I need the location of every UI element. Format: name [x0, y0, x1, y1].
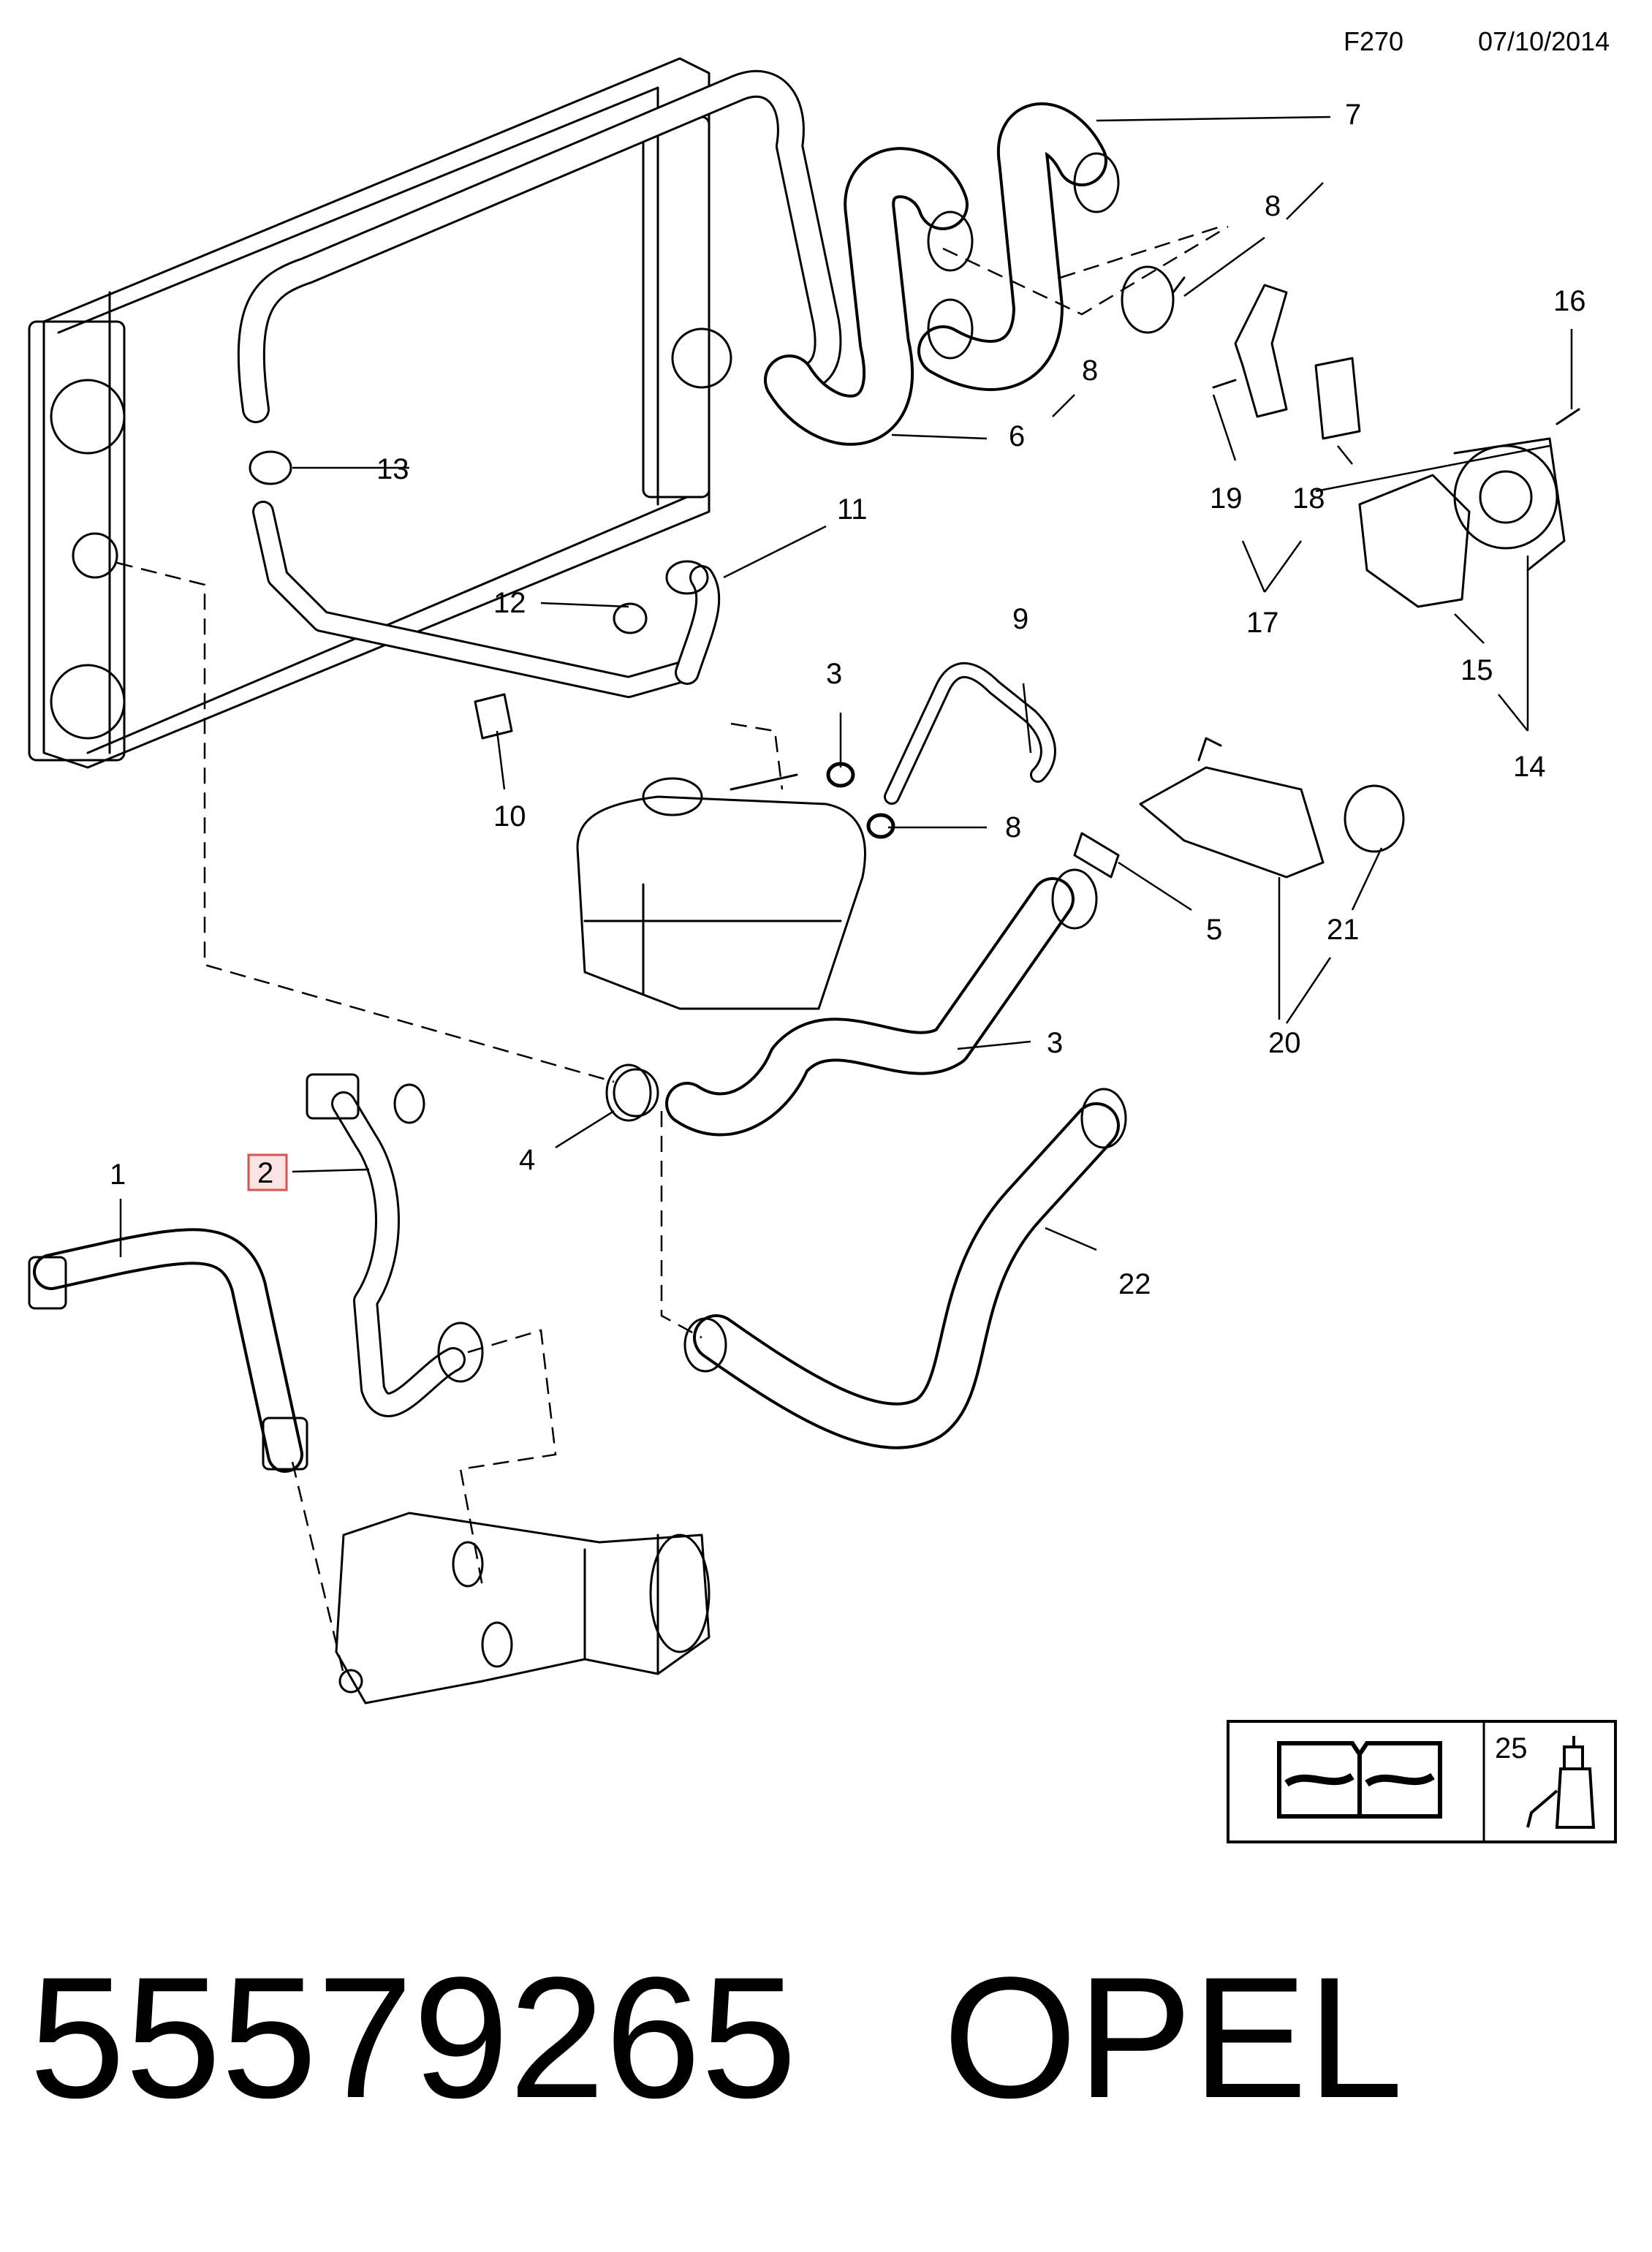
callout-7: 7	[1345, 99, 1361, 131]
figure-code: F270	[1344, 26, 1404, 56]
callout-3: 3	[1047, 1027, 1063, 1059]
callout-24: 22	[1118, 1268, 1151, 1300]
expansion-tank	[576, 773, 866, 1010]
part-number: 55579265	[29, 1941, 797, 2134]
thermostat-housing	[1073, 737, 1405, 879]
callout-23: 21	[1327, 914, 1360, 946]
callout-4: 4	[519, 1144, 535, 1176]
callout-2[interactable]: 2	[257, 1157, 273, 1189]
oil-filter-housing	[335, 1512, 711, 1705]
sealant-tube-icon	[1526, 1736, 1596, 1829]
clamp-4	[613, 1068, 659, 1118]
callout-20: 18	[1292, 482, 1325, 515]
diagram-date: 07/10/2014	[1478, 26, 1610, 56]
callout-9: 9	[1012, 603, 1028, 635]
callout-11: 3	[826, 658, 842, 690]
callout-21: 19	[1210, 482, 1243, 515]
callout-5: 5	[1206, 914, 1222, 946]
callout-15: 13	[376, 453, 409, 485]
callout-18: 16	[1553, 285, 1586, 317]
water-pump	[1358, 408, 1580, 608]
brand-name: OPEL	[943, 1941, 1403, 2134]
callout-1: 1	[110, 1159, 126, 1191]
callout-16: 14	[1513, 751, 1546, 783]
callout-2-highlight	[247, 1153, 288, 1191]
clamp-10	[866, 813, 895, 839]
legend-label: 25	[1495, 1732, 1528, 1764]
legend-box: 25	[1227, 1720, 1617, 1843]
callout-13: 10	[493, 800, 526, 833]
callout-10: 8	[1005, 811, 1021, 843]
radiator	[28, 57, 732, 769]
callout-14: 12	[493, 587, 526, 619]
callout-17: 15	[1460, 654, 1493, 686]
clamp-15	[249, 450, 292, 485]
callout-8b: 8	[1082, 355, 1098, 387]
callout-6: 6	[1009, 420, 1025, 452]
callout-19: 17	[1246, 607, 1279, 639]
callout-12: 11	[837, 493, 868, 526]
callout-22: 20	[1268, 1027, 1301, 1059]
callout-8a: 8	[1265, 190, 1281, 222]
manual-book-icon	[1277, 1741, 1442, 1819]
